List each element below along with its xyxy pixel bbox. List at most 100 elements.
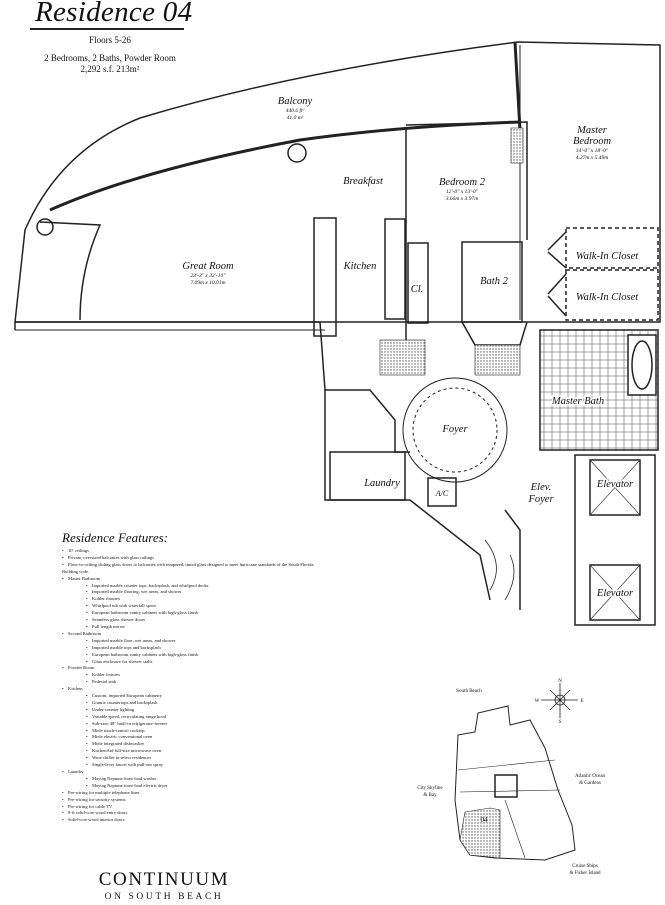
feature-subitem-text: Sub-zero 48" built-in refrigerator-freez…	[92, 720, 168, 726]
feature-subitem: •Maytag Neptune front-load electric drye…	[62, 783, 322, 790]
feature-subitem-text: European bathroom vanity cabinets with h…	[92, 651, 199, 657]
bullet-icon: •	[86, 762, 88, 768]
bullet-icon: •	[62, 817, 64, 823]
closet-label: Cl.	[411, 284, 424, 295]
feature-subitem-text: Pedestal sink	[92, 679, 117, 685]
bullet-icon: •	[86, 658, 88, 664]
bullet-icon: •	[86, 755, 88, 761]
kitchen-label: Kitchen	[343, 261, 377, 272]
site-plan: N S E W South Beach Atlantic Ocean & Gar…	[417, 679, 605, 876]
laundry-label: Laundry	[363, 478, 400, 489]
feature-subitem-text: Under-counter lighting	[92, 706, 135, 712]
walls	[14, 41, 661, 626]
feature-item: •Second Bathroom	[62, 631, 322, 638]
bullet-icon: •	[86, 623, 88, 629]
feature-text: 10' ceilings	[68, 548, 89, 553]
master-bath-label: Master Bath	[551, 396, 604, 407]
feature-subitem-text: Miele touch-control cooktop	[92, 727, 145, 733]
bullet-icon: •	[62, 548, 64, 553]
site-west-label-2: & Bay	[423, 793, 437, 798]
bullet-icon: •	[86, 637, 88, 643]
feature-text: Master Bathroom	[68, 575, 101, 581]
bullet-icon: •	[62, 575, 64, 581]
feature-item: •8-ft solid-core wood entry doors	[62, 810, 322, 817]
feature-subitem: • Imported marble counter tops, backsplas…	[62, 583, 322, 590]
feature-subitem-text: Maytag Neptune front-load washer	[92, 775, 157, 781]
feature-subitem: •Glass enclosure for shower stalls	[62, 659, 322, 666]
bullet-icon: •	[62, 803, 64, 809]
balcony-area-ft: 440.6 ft²	[286, 107, 305, 114]
feature-text: Powder Room	[68, 665, 95, 671]
residence-title: Residence 04	[35, 0, 193, 28]
compass-icon	[541, 683, 578, 718]
feature-text: Pre-wiring for cable TV	[68, 803, 113, 809]
feature-item: •Laundry	[62, 769, 322, 776]
great-room-dim-m: 7.09m x 10.01m	[190, 280, 225, 286]
bullet-icon: •	[86, 644, 88, 650]
bullet-icon: •	[86, 610, 88, 616]
bullet-icon: •	[86, 651, 88, 657]
balcony-area-m: 41.0 m²	[287, 114, 304, 121]
great-room-label: Great Room	[182, 261, 234, 272]
feature-subitem: •Miele integrated dishwasher	[62, 741, 322, 748]
feature-subitem: •Variable speed, recirculating range hoo…	[62, 714, 322, 721]
feature-subitem-text: Imported marble floor, wet areas, and sh…	[92, 637, 176, 643]
residence-features: Residence Features: •10' ceilings•Privat…	[62, 530, 322, 824]
feature-subitem: •KitchenAid full-size microwave oven	[62, 748, 322, 755]
site-south-label-1: Cruise Ships	[572, 864, 597, 869]
feature-subitem-text: Custom, imported European cabinetry	[92, 693, 163, 699]
feature-subitem: • European bathroom vanity cabinets with …	[62, 652, 322, 659]
site-south-label-2: & Fisher Island	[569, 871, 601, 876]
floors-text: Floors 5-26	[89, 35, 131, 45]
bullet-icon: •	[86, 748, 88, 754]
feature-subitem: • Full length mirror	[62, 624, 322, 631]
bullet-icon: •	[62, 561, 64, 567]
feature-subitem-text: Variable speed, recirculating range hood	[92, 713, 167, 719]
bullet-icon: •	[62, 665, 64, 671]
elevator-1-label: Elevator	[596, 479, 634, 490]
bullet-icon: •	[62, 769, 64, 774]
master-bedroom-label-2: Bedroom	[573, 136, 612, 147]
elevator-2-label: Elevator	[596, 588, 634, 599]
features-list: • 10' ceilings • Private, oversized balconi…	[62, 548, 322, 824]
bedroom2-label: Bedroom 2	[439, 177, 486, 188]
feature-text: Pre-wiring for multiple telephone lines	[68, 789, 140, 795]
great-room-dim-ft: 23'-3" x 32'-10"	[190, 273, 226, 279]
ac-label: A/C	[435, 489, 449, 498]
site-unit-label: 04	[481, 816, 489, 824]
site-west-label-1: City Skyline	[417, 786, 443, 791]
feature-text: Private, oversized balconies with glass …	[68, 554, 154, 560]
compass-s: S	[559, 720, 562, 725]
feature-subitem: •Whirlpool tub with waterfall spout	[62, 603, 322, 610]
feature-subitem: •Seamless glass shower doors	[62, 617, 322, 624]
feature-item: • 10' ceilings	[62, 548, 322, 555]
bullet-icon: •	[86, 582, 88, 588]
feature-subitem: •European bathroom vanity cabinets with …	[62, 610, 322, 617]
bullet-icon: •	[62, 686, 64, 692]
feature-subitem: • Imported marble floor, wet areas, and s…	[62, 638, 322, 645]
bullet-icon: •	[62, 630, 64, 636]
bullet-icon: •	[86, 589, 88, 595]
feature-subitem-text: Imported marble flooring, wet areas, and…	[92, 589, 182, 595]
title-divider	[30, 28, 184, 30]
site-north-label: South Beach	[456, 689, 482, 694]
feature-subitem: •Kohler fixtures	[62, 672, 322, 679]
bullet-icon: •	[86, 727, 88, 733]
feature-text: Solid-core wood interior doors	[68, 817, 125, 823]
bullet-icon: •	[86, 679, 88, 685]
bullet-icon: •	[86, 617, 88, 623]
feature-subitem: •Maytag Neptune front-load washer	[62, 776, 322, 783]
bullet-icon: •	[86, 693, 88, 699]
feature-subitem-text: Imported marble counter tops, backsplash…	[92, 582, 209, 588]
bullet-icon: •	[86, 720, 88, 726]
feature-item: •Pre-wiring for security systems	[62, 797, 322, 804]
feature-subitem-text: Full length mirror	[92, 623, 125, 629]
feature-subitem-text: Single-lever faucet with pull-out spray	[92, 762, 163, 768]
brand-name: CONTINUUM	[98, 869, 230, 890]
feature-subitem: • Wine chiller in select residences	[62, 755, 322, 762]
feature-subitem-text: Kohler fixtures	[92, 596, 120, 602]
feature-subitem-text: Wine chiller in select residences	[92, 755, 152, 761]
bullet-icon: •	[86, 672, 88, 678]
feature-text: Floor-to-ceiling sliding glass doors to …	[62, 561, 314, 574]
